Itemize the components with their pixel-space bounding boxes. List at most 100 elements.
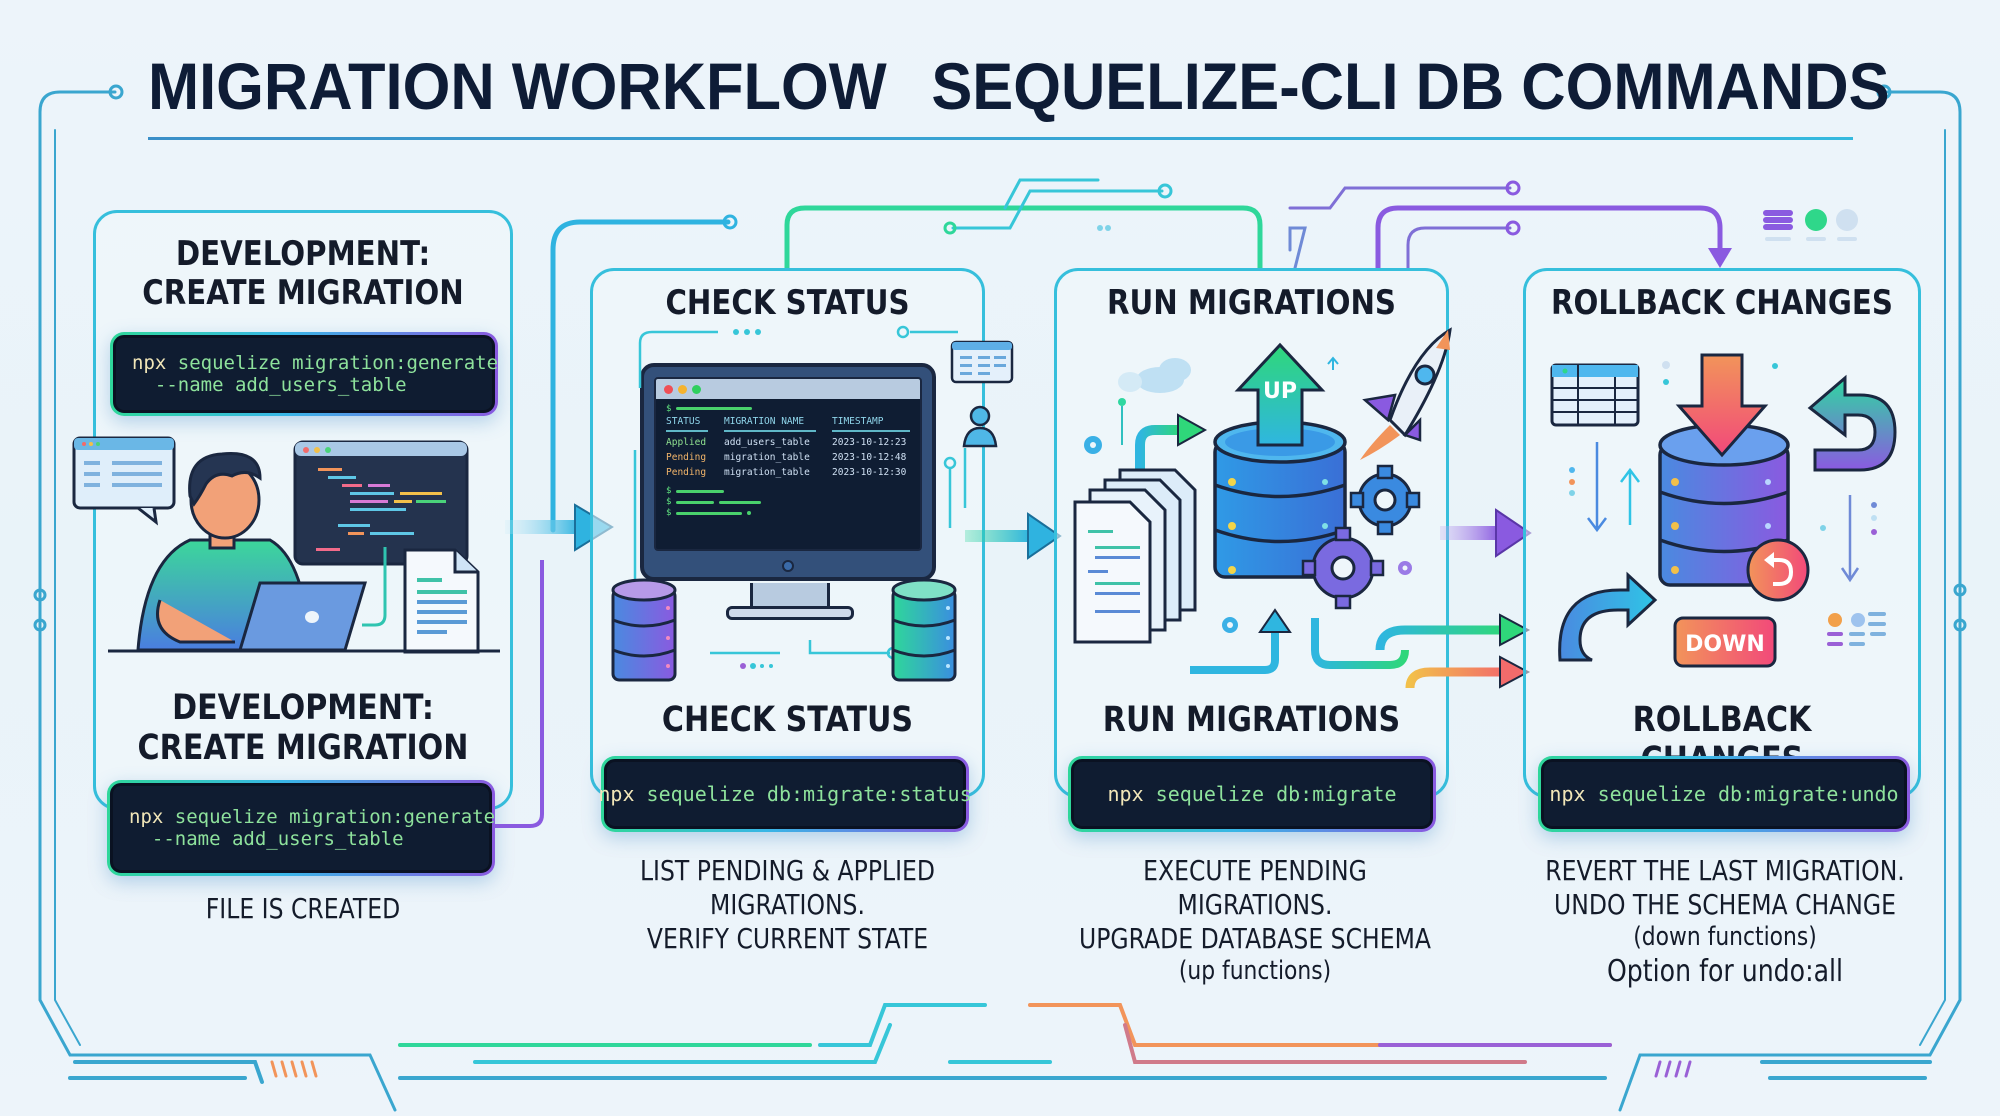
cmd-text-line2: --name add_users_table [129,828,404,850]
rollback-illustration: DOWN [1550,353,1897,668]
prompt: $ [666,497,672,507]
title-underline [148,137,1853,140]
header-timestamp: TIMESTAMP [832,416,884,427]
code-editor-icon [293,440,469,566]
command-box-generate-top[interactable]: npx sequelize migration:generate --name … [110,332,498,416]
row-timestamp: 2023-10-12:23 [832,436,907,448]
description-line: EXECUTE PENDING MIGRATIONS. [1143,854,1367,922]
undo-arrow-icon [1807,374,1897,472]
small-gear-icon-bottom [1222,617,1238,633]
down-badge-text: DOWN [1685,632,1765,657]
down-arrow-icon [1675,353,1769,458]
terminal-monitor: $ STATUS MIGRATION NAME TIMESTAMP Applie… [640,363,936,581]
up-arrow-icon [1234,342,1326,447]
row-name: migration_table [724,451,810,463]
small-gear-icon [1084,436,1102,454]
database-icon-left [611,578,677,682]
cmd-text: sequelize db:migrate:status [634,782,972,806]
revert-badge-icon [1746,538,1810,602]
terminal-header-row: STATUS MIGRATION NAME TIMESTAMP [666,414,910,429]
row-name: migration_table [724,466,810,478]
command-box-undo[interactable]: npx sequelize db:migrate:undo [1538,756,1910,832]
description-run-migrations: EXECUTE PENDING MIGRATIONS. UPGRADE DATA… [1066,854,1444,988]
rocket-icon [1360,327,1452,460]
terminal-row: Applied add_users_table 2023-10-12:23 [666,435,910,450]
redo-arrow-icon [1558,571,1658,662]
table-icon [1550,363,1640,427]
description-line: VERIFY CURRENT STATE [646,922,929,956]
command-box-status[interactable]: npx sequelize db:migrate:status [598,756,972,832]
down-badge: DOWN [1673,616,1777,668]
cmd-prefix: npx [132,352,167,374]
terminal-row: Pending migration_table 2023-10-12:30 [666,465,910,480]
description-line: UPGRADE DATABASE SCHEMA [1079,922,1431,956]
header-migration-name: MIGRATION NAME [724,416,805,427]
panel-title-rollback: ROLLBACK CHANGES [1551,283,1893,323]
cmd-text: sequelize migration:generate [163,806,496,828]
file-icon [403,548,480,654]
cmd-prefix: npx [598,782,635,806]
description-line: Option for undo:all [1606,954,1844,990]
prompt: $ [666,508,672,518]
title-left: MIGRATION WORKFLOW [148,49,887,123]
cmd-prefix: npx [129,806,164,828]
description-line: MIGRATIONS. [710,888,865,922]
description-line: (up functions) [1178,956,1332,987]
chat-window-icon [72,436,176,526]
description-line: LIST PENDING & APPLIED [639,854,936,887]
row-status: Pending [666,466,707,478]
user-icon [962,405,998,448]
cmd-text-line2: --name add_users_table [132,374,407,396]
terminal-titlebar [656,379,920,399]
connector-line-bottom [494,560,544,828]
row-timestamp: 2023-10-12:48 [832,451,907,463]
description-check-status: LIST PENDING & APPLIED MIGRATIONS. VERIF… [613,854,962,956]
migration-files-icon [1073,468,1197,644]
flow-arrows-out [1375,613,1531,689]
terminal-row: Pending migration_table 2023-10-12:48 [666,450,910,465]
legend-icon-list [1827,612,1886,646]
prompt: $ [666,486,672,496]
title-right: SEQUELIZE-CLI DB COMMANDS [931,49,1890,123]
command-box-migrate[interactable]: npx sequelize db:migrate [1068,756,1436,832]
section-title-run-migrations: RUN MIGRATIONS [1102,700,1401,740]
terminal-screen: $ STATUS MIGRATION NAME TIMESTAMP Applie… [654,377,922,551]
table-chat-icon [950,340,1014,384]
up-badge-text: UP [1263,379,1297,404]
monitor-power-button [782,560,794,572]
row-timestamp: 2023-10-12:30 [832,466,907,478]
check-status-decorations [611,325,1014,682]
description-development: FILE IS CREATED [127,892,480,926]
run-migrations-illustration: UP [1073,327,1452,674]
cmd-text: sequelize db:migrate [1143,782,1397,806]
row-name: add_users_table [724,436,810,448]
cmd-text: sequelize migration:generate [166,352,499,374]
section-title-development: DEVELOPMENT: CREATE MIGRATION [137,688,469,769]
header-status: STATUS [666,416,701,427]
panel-title-run-migrations: RUN MIGRATIONS [1107,283,1396,323]
small-gear-icon-purple [1398,561,1412,575]
gear-icon-purple [1301,526,1385,610]
monitor-base [726,606,854,620]
cmd-prefix: npx [1549,782,1586,806]
prompt: $ [666,403,672,414]
cmd-prefix: npx [1107,782,1144,806]
terminal-output: $ STATUS MIGRATION NAME TIMESTAMP Applie… [656,399,920,523]
gear-icon-large [1349,464,1421,536]
panel-title-development: DEVELOPMENT: CREATE MIGRATION [142,234,464,314]
description-line: REVERT THE LAST MIGRATION. [1545,854,1905,887]
command-box-generate[interactable]: npx sequelize migration:generate --name … [107,780,495,876]
legend-icons-top-right [1763,209,1858,241]
description-line: (down functions) [1633,922,1817,953]
database-icon-right [891,578,957,682]
flow-arrow-2 [965,512,1062,560]
row-status: Pending [666,451,707,463]
description-line: UNDO THE SCHEMA CHANGE [1554,888,1896,922]
laptop-icon [237,581,368,652]
cmd-text: sequelize db:migrate:undo [1585,782,1899,806]
row-status: Applied [666,436,707,448]
developer-illustration [72,436,500,654]
section-title-check-status: CHECK STATUS [661,700,914,740]
page-title: MIGRATION WORKFLOW SEQUELIZE-CLI DB COMM… [148,48,1890,124]
description-line: FILE IS CREATED [205,892,401,925]
